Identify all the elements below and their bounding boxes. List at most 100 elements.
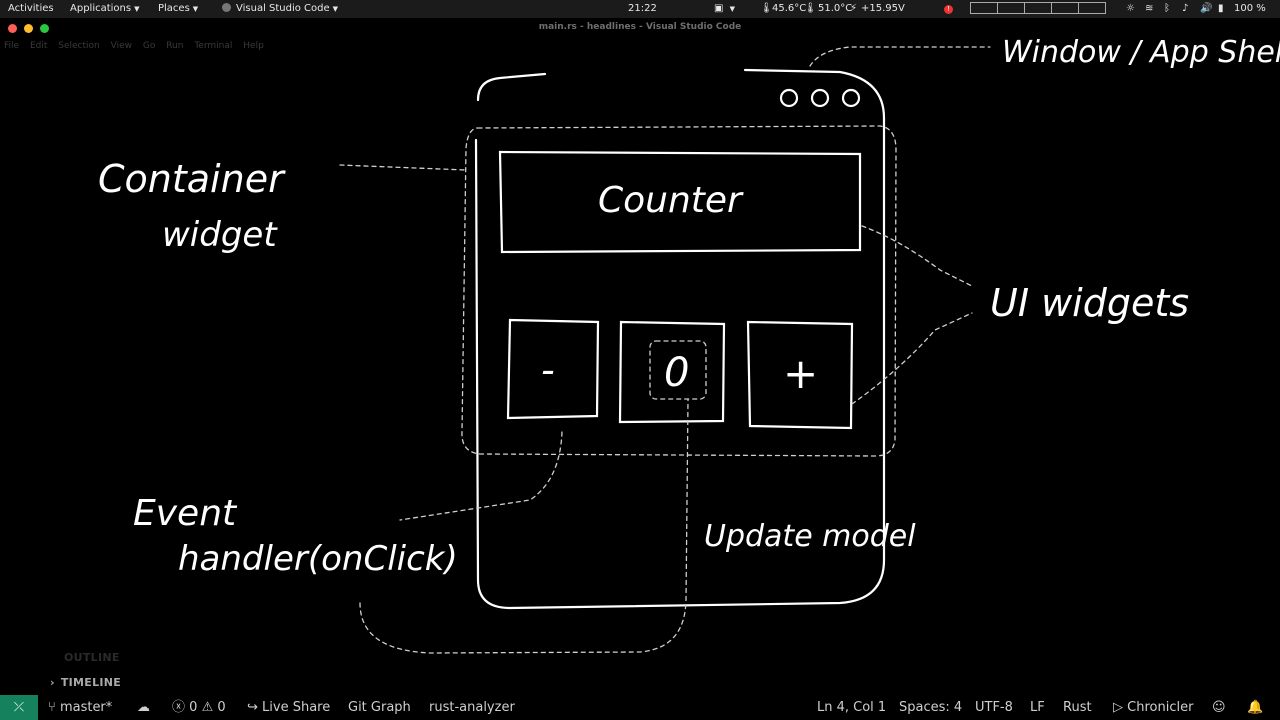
window-shell-leader [809, 46, 991, 67]
brightness-icon[interactable]: ☼ [1126, 3, 1135, 14]
handler-label: handler(onClick) [178, 539, 458, 579]
vscode-icon [222, 3, 231, 12]
git-branch-label: master* [59, 700, 113, 715]
live-share-button[interactable]: ↪ Live Share [247, 695, 330, 720]
battery-percent: 100 % [1234, 3, 1266, 14]
warning-icon: ⚠ [201, 700, 218, 715]
window-dot [779, 88, 799, 108]
language-mode-button[interactable]: Rust [1063, 700, 1092, 715]
encoding-button[interactable]: UTF-8 [975, 700, 1013, 715]
temp-2: 51.0°C [818, 3, 853, 14]
live-share-icon: ↪ [247, 700, 263, 715]
chevron-down-icon: ▼ [192, 5, 199, 13]
plus-button-box [746, 320, 854, 430]
applications-label: Applications [70, 3, 132, 14]
eol-button[interactable]: LF [1030, 700, 1045, 715]
window-title: main.rs - headlines - Visual Studio Code [538, 22, 742, 32]
menu-view[interactable]: View [110, 41, 132, 51]
update-model-loop [359, 399, 689, 654]
monitor-divider [1024, 2, 1025, 14]
remote-indicator-button[interactable]: ⤫ [0, 695, 38, 720]
volume-icon[interactable]: 🔊 [1200, 3, 1213, 14]
menu-terminal[interactable]: Terminal [194, 41, 233, 51]
activities-button[interactable]: Activities [8, 3, 54, 14]
system-monitor-graph[interactable] [970, 2, 1106, 14]
value-label: 0 [664, 350, 689, 396]
chevron-down-icon: ▼ [332, 5, 339, 13]
error-icon: ⓧ [172, 700, 190, 715]
maximize-window-button[interactable] [40, 24, 49, 33]
monitor-divider [1051, 2, 1052, 14]
vscode-app-label: Visual Studio Code [236, 3, 330, 14]
cursor-position[interactable]: Ln 4, Col 1 [817, 700, 887, 715]
container-widget-leader [339, 164, 467, 171]
thermometer-icon: 🌡 [804, 3, 817, 14]
voltage: +15.95V [861, 3, 905, 14]
status-bar: ⤫ ⑂ master* ☁ ⓧ 0 ⚠ 0 ↪ Live Share Git G… [0, 695, 1280, 720]
rust-analyzer-button[interactable]: rust-analyzer [429, 700, 515, 715]
feedback-icon[interactable]: ☺ [1212, 700, 1226, 715]
minimize-window-button[interactable] [24, 24, 33, 33]
chevron-down-icon: ▼ [134, 5, 140, 13]
indentation-button[interactable]: Spaces: 4 [899, 700, 963, 715]
ui-widgets-leader [861, 225, 973, 287]
vscode-app-menu[interactable]: Visual Studio Code▼ [222, 0, 338, 18]
window-title-bar [0, 18, 1280, 38]
bluetooth-icon[interactable]: ᛒ [1164, 3, 1170, 14]
outline-section[interactable]: OUTLINE [64, 651, 120, 664]
menu-selection[interactable]: Selection [58, 41, 100, 51]
git-branch-icon: ⑂ [48, 700, 60, 715]
chevron-right-icon: › [50, 676, 55, 689]
notifications-bell-icon[interactable]: 🔔 [1247, 700, 1264, 715]
chronicler-label: Chronicler [1127, 700, 1194, 715]
microphone-icon[interactable]: ♪ [1182, 3, 1189, 14]
widget-label: widget [162, 215, 278, 255]
cpu-indicator-icon[interactable]: ▣ ▼ [714, 3, 736, 14]
container-dashed-outline [461, 125, 897, 457]
close-window-button[interactable] [8, 24, 17, 33]
event-label: Event [133, 493, 238, 534]
timeline-section[interactable]: ›TIMELINE [50, 676, 121, 689]
ui-widgets-leader [851, 312, 973, 405]
window-shell-label: Window / App Shell [1002, 35, 1280, 70]
value-dashed-outline [649, 340, 707, 400]
container-label: Container [98, 157, 286, 201]
window-outline [474, 68, 886, 610]
remote-icon: ⤫ [13, 700, 25, 715]
sync-icon[interactable]: ☁ [137, 700, 150, 715]
window-dot [841, 88, 861, 108]
bolt-icon: ⚡ [850, 3, 858, 14]
thermometer-icon: 🌡 [760, 3, 773, 14]
window-dot [810, 88, 830, 108]
warning-count: 0 [217, 700, 226, 715]
minus-label: - [541, 348, 555, 392]
window-outline-top-left [476, 72, 547, 102]
live-share-label: Live Share [262, 700, 331, 715]
temp-1: 45.6°C [772, 3, 807, 14]
notification-alert-icon[interactable]: ! [944, 0, 953, 18]
menu-help[interactable]: Help [243, 41, 264, 51]
chronicler-button[interactable]: ▷ Chronicler [1113, 695, 1193, 720]
plus-label: + [783, 349, 818, 398]
applications-menu[interactable]: Applications▼ [70, 0, 139, 18]
menu-run[interactable]: Run [166, 41, 184, 51]
clock[interactable]: 21:22 [628, 3, 657, 14]
monitor-divider [1078, 2, 1079, 14]
menu-file[interactable]: File [4, 41, 20, 51]
git-branch-button[interactable]: ⑂ master* [48, 695, 112, 720]
problems-button[interactable]: ⓧ 0 ⚠ 0 [172, 695, 226, 720]
wifi-icon[interactable]: ≋ [1145, 3, 1154, 14]
update-model-label: Update model [704, 519, 916, 554]
value-box [618, 320, 726, 424]
error-count: 0 [189, 700, 198, 715]
monitor-divider [997, 2, 998, 14]
play-icon: ▷ [1113, 700, 1128, 715]
places-menu[interactable]: Places▼ [158, 0, 198, 18]
menu-go[interactable]: Go [142, 41, 156, 51]
menu-edit[interactable]: Edit [29, 41, 48, 51]
git-graph-button[interactable]: Git Graph [348, 700, 411, 715]
system-top-bar: Activities Applications▼ Places▼ Visual … [0, 0, 1280, 18]
battery-icon[interactable]: ▮ [1218, 3, 1224, 14]
places-label: Places [158, 3, 190, 14]
counter-label: Counter [598, 180, 744, 221]
